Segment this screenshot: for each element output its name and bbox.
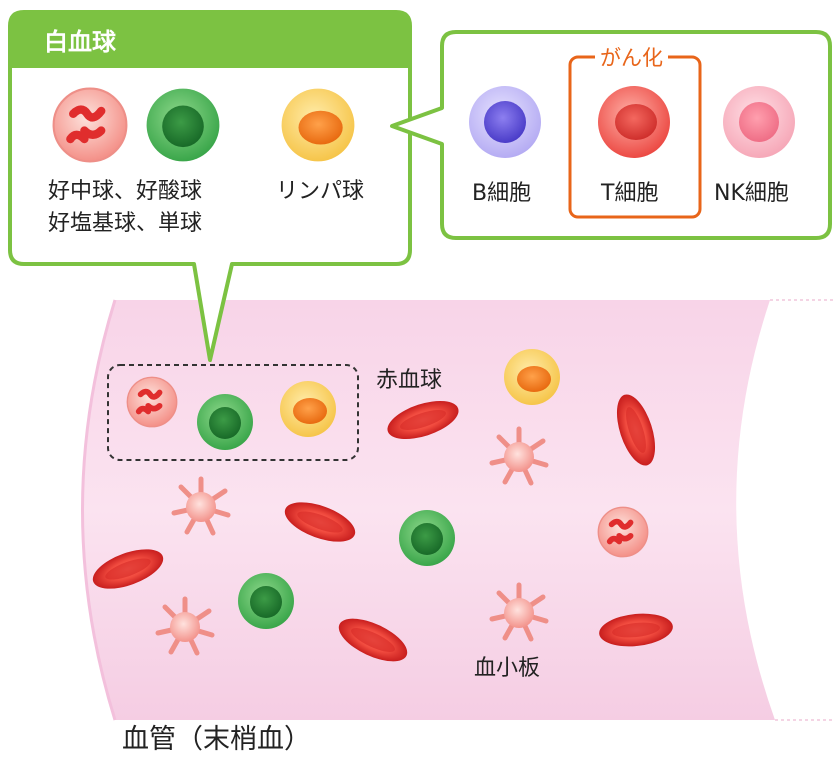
platelet-label: 血小板 bbox=[474, 656, 541, 681]
vessel-monocyte-3 bbox=[238, 573, 294, 629]
nk-cell-icon bbox=[723, 86, 795, 158]
cancer-label: がん化 bbox=[595, 42, 668, 72]
granulocytes-label-line2: 好塩基球、単球 bbox=[48, 211, 203, 236]
b-cell-label: B細胞 bbox=[472, 181, 532, 206]
wbc-box-title: 白血球 bbox=[44, 28, 116, 56]
nk-cell-label: NK細胞 bbox=[714, 181, 789, 206]
rbc-label: 赤血球 bbox=[376, 368, 443, 393]
vessel-lymphocyte-1 bbox=[280, 381, 336, 437]
vessel-lymphocyte-2 bbox=[504, 349, 560, 405]
vessel-neutrophil-2 bbox=[598, 507, 647, 556]
vessel-monocyte-2 bbox=[399, 510, 455, 566]
wbc-box-lymphocyte bbox=[281, 88, 355, 162]
t-cell-label: T細胞 bbox=[601, 181, 659, 206]
t-cell-icon bbox=[598, 86, 670, 158]
granulocytes-label-line1: 好中球、好酸球 bbox=[48, 179, 203, 204]
vessel-neutrophil-1 bbox=[127, 377, 176, 426]
wbc-box-monocyte bbox=[146, 88, 220, 162]
wbc-dashed-outline bbox=[107, 364, 359, 461]
vessel-caption: 血管（末梢血） bbox=[122, 724, 311, 755]
b-cell-icon bbox=[469, 86, 541, 158]
vessel-monocyte-1 bbox=[197, 394, 253, 450]
lymphocyte-label: リンパ球 bbox=[276, 179, 365, 204]
wbc-box-neutrophil bbox=[54, 89, 127, 162]
